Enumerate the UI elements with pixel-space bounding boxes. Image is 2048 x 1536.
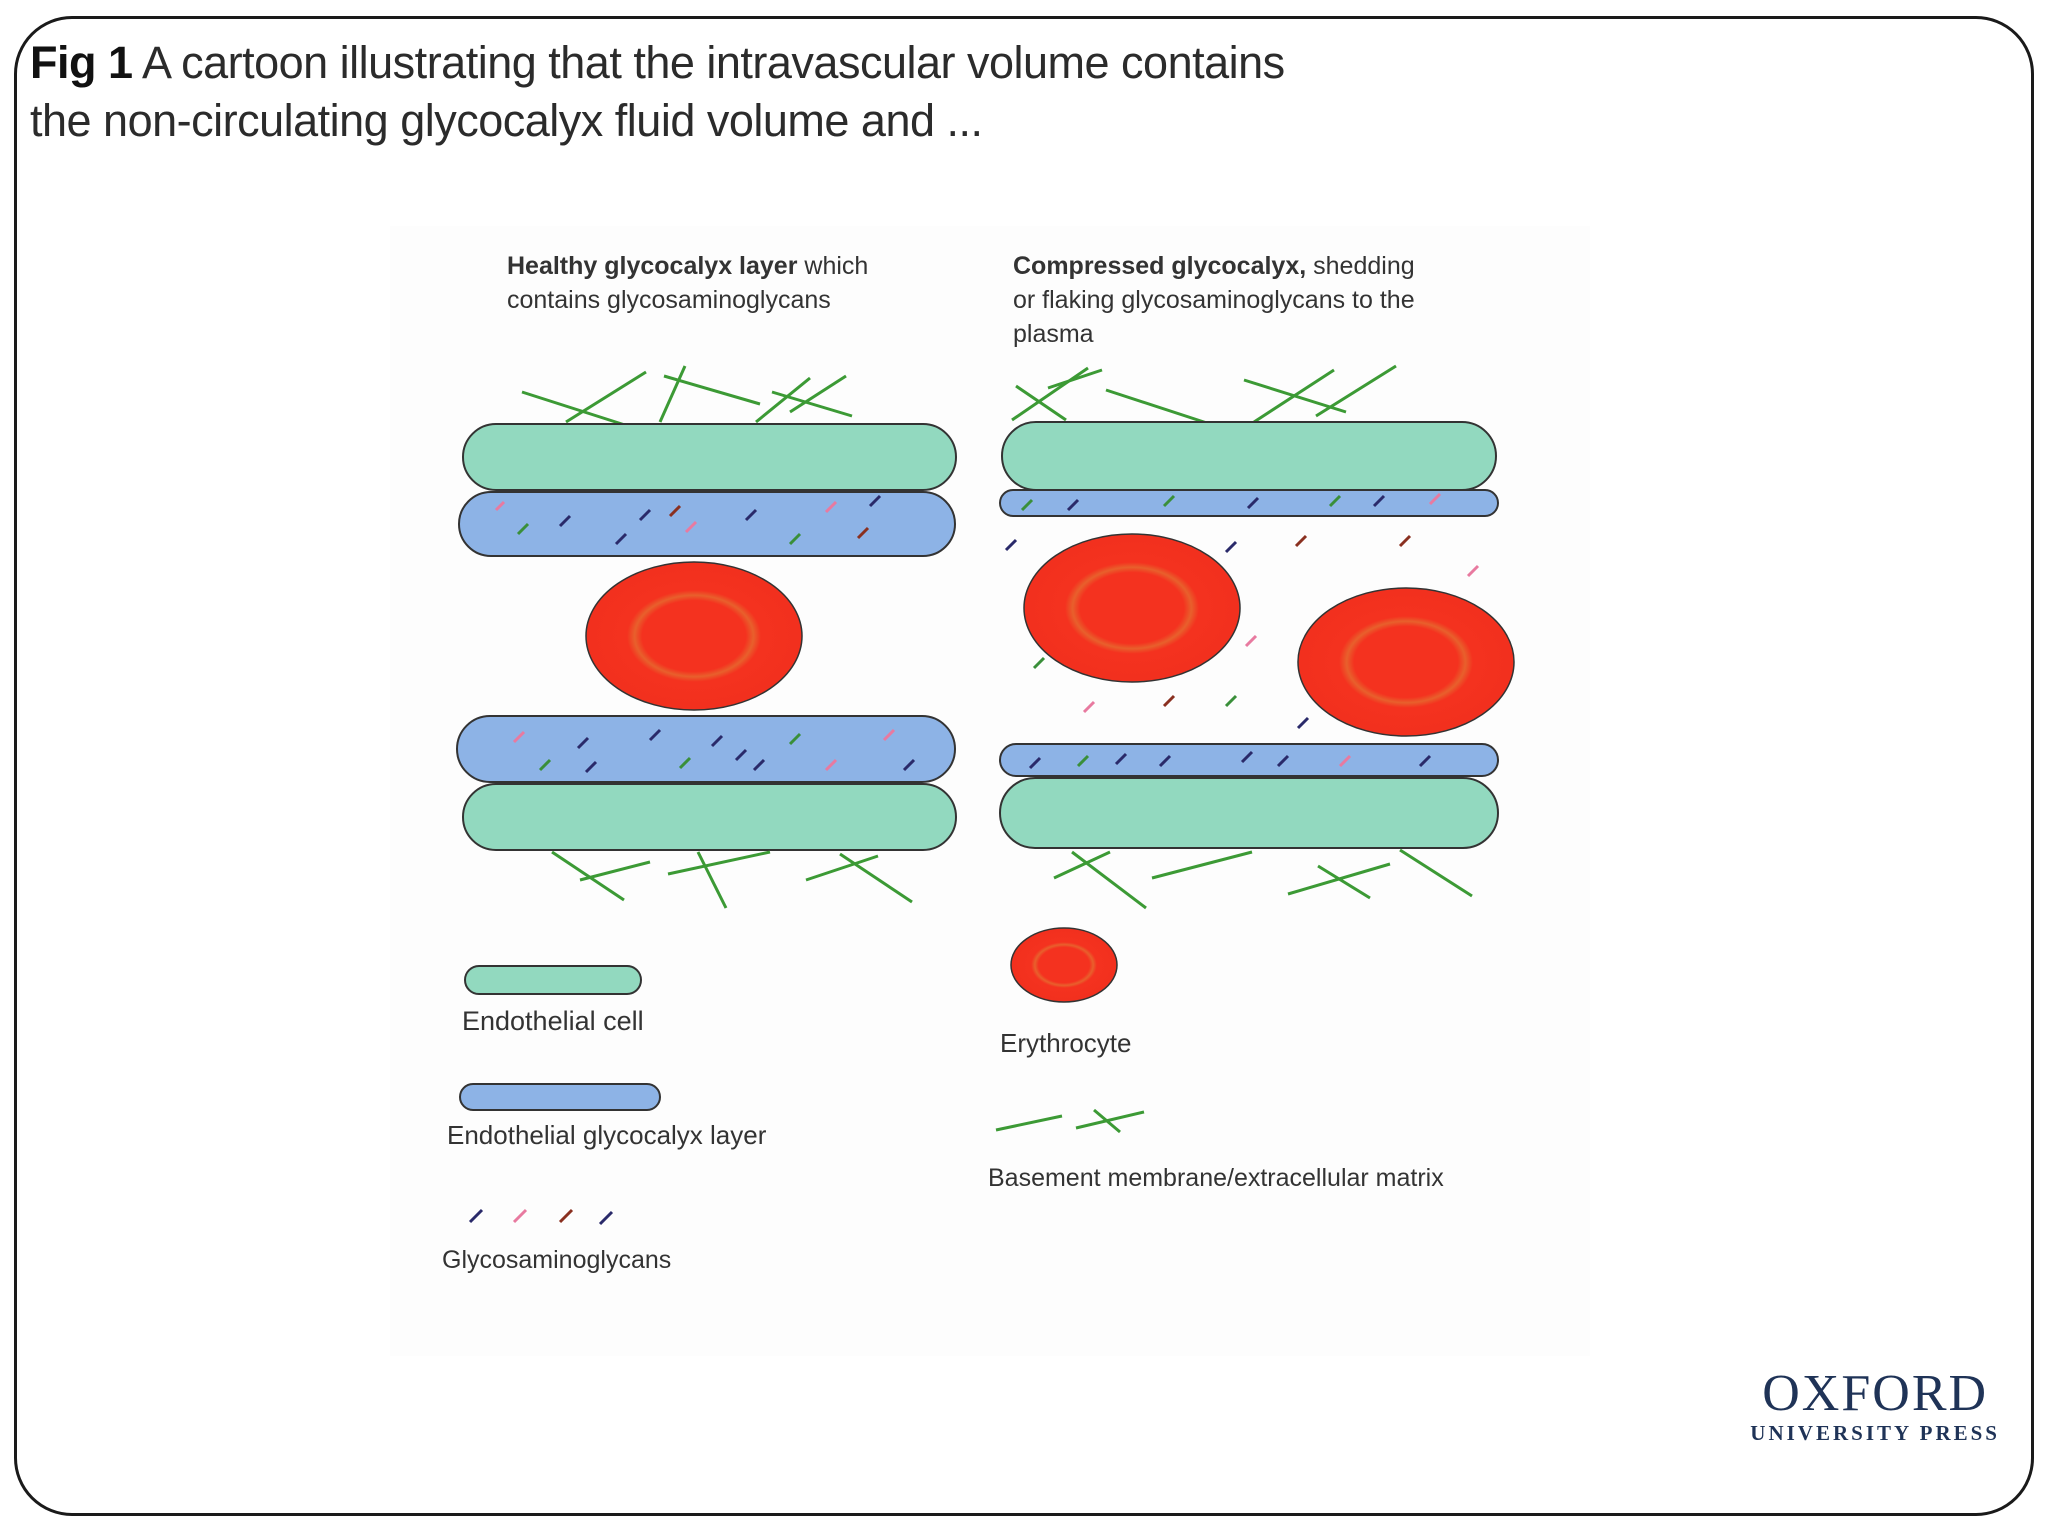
right-bottom-matrix [1053, 848, 1473, 910]
left-bottom-matrix [551, 850, 913, 909]
right-bottom-gags [1028, 750, 1432, 770]
right-top-matrix [1011, 364, 1397, 426]
left-top-glycocalyx-layer [458, 491, 956, 557]
legend-erythrocyte-swatch [1010, 927, 1118, 1003]
oxford-logo-subtitle: UNIVERSITY PRESS [1750, 1421, 2000, 1445]
right-top-glycocalyx-layer [999, 489, 1499, 517]
left-erythrocyte [585, 561, 803, 711]
right-panel-title-line1: Compressed glycocalyx, shedding [1013, 252, 1415, 280]
legend-gag-swatch [468, 1208, 614, 1226]
legend-glycocalyx-swatch [459, 1083, 661, 1111]
legend-matrix-swatch [995, 1108, 1145, 1134]
left-top-gags [494, 494, 882, 546]
left-bottom-endothelial-cell [462, 783, 957, 851]
figure-label: Fig 1 [30, 37, 133, 88]
right-bottom-endothelial-cell [999, 777, 1499, 849]
legend-matrix-label: Basement membrane/extracellular matrix [988, 1164, 1444, 1192]
right-top-gags [1020, 492, 1442, 512]
left-bottom-gags [512, 728, 916, 774]
left-top-endothelial-cell [462, 423, 957, 491]
left-panel-title-line2: contains glycosaminoglycans [507, 286, 831, 314]
left-panel-title-line1: Healthy glycocalyx layer which [507, 252, 868, 280]
caption-line-2: the non-circulating glycocalyx fluid vol… [30, 95, 983, 146]
caption-line-1: A cartoon illustrating that the intravas… [132, 37, 1285, 88]
left-top-matrix [521, 365, 853, 427]
oxford-logo-name: OXFORD [1762, 1365, 1989, 1422]
figure-caption: Fig 1 A cartoon illustrating that the in… [30, 34, 1430, 150]
legend-erythrocyte-label: Erythrocyte [1000, 1028, 1132, 1058]
legend-endothelial-cell-swatch [464, 965, 642, 995]
legend-gag-label: Glycosaminoglycans [442, 1246, 671, 1274]
oxford-logo: OXFORD UNIVERSITY PRESS [1750, 1368, 2000, 1446]
legend-glycocalyx-label: Endothelial glycocalyx layer [447, 1120, 767, 1150]
right-erythrocyte-2 [1297, 587, 1515, 737]
left-bottom-glycocalyx-layer [456, 715, 956, 783]
right-panel-title-line2: or flaking glycosaminoglycans to the [1013, 286, 1415, 314]
right-shed-gags [1004, 534, 1480, 730]
right-bottom-glycocalyx-layer [999, 743, 1499, 777]
legend-endothelial-cell-label: Endothelial cell [462, 1006, 644, 1036]
right-panel-title-line3: plasma [1013, 320, 1094, 348]
right-erythrocyte-1 [1023, 533, 1241, 683]
right-top-endothelial-cell [1001, 421, 1497, 491]
